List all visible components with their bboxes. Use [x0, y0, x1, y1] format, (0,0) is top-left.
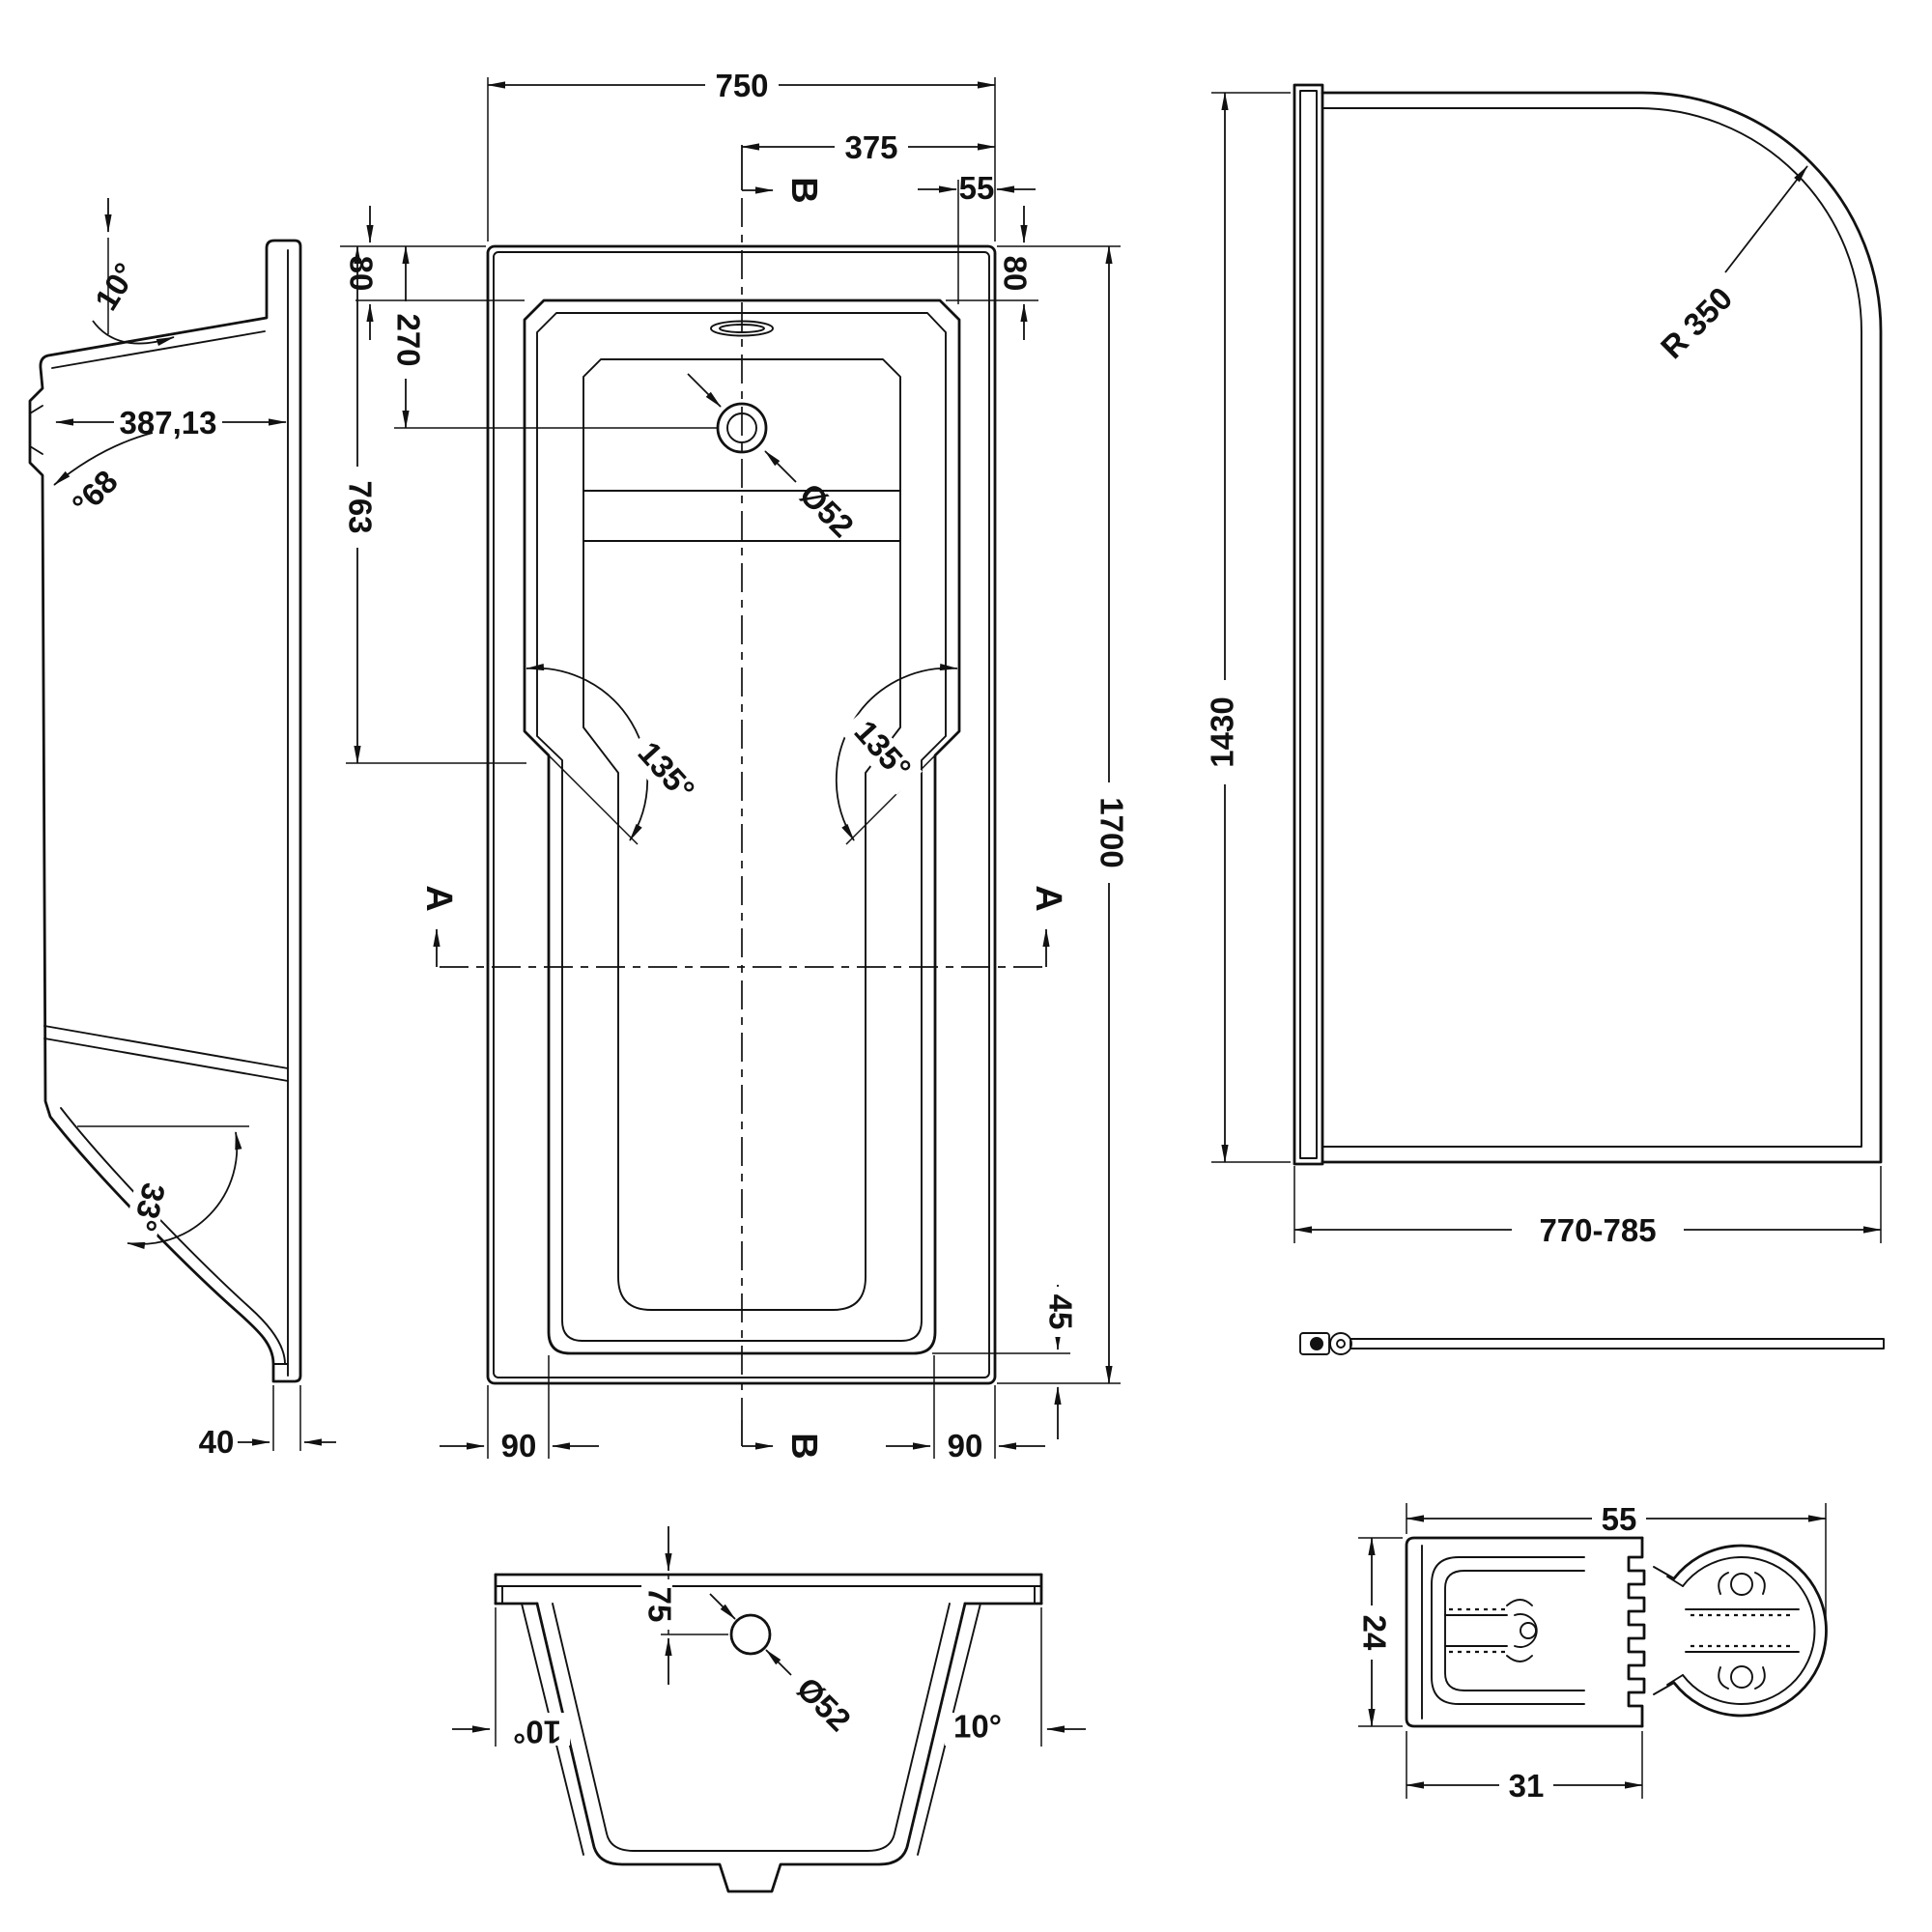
plan-rim-bottom-left-label: 90: [501, 1428, 537, 1463]
profile-channel-width-label: 31: [1509, 1768, 1545, 1804]
svg-text:80: 80: [997, 256, 1033, 292]
side-top-angle-label: 10°: [88, 257, 144, 317]
svg-text:10°: 10°: [953, 1709, 1002, 1745]
side-profile-view: 10° 387,13 °68 33° 40: [28, 198, 336, 1460]
svg-text:75: 75: [641, 1587, 677, 1623]
screen-wall-profile: [1293, 83, 1324, 1166]
svg-text:763: 763: [342, 480, 378, 533]
section-b-bottom-label: B: [783, 1433, 824, 1459]
plan-half-width-label: 375: [844, 129, 897, 165]
plan-overall-width-label: 750: [715, 68, 768, 103]
plan-drain-offset-label: 270: [390, 301, 426, 379]
plan-drain-diameter-label: Ø52: [793, 476, 861, 544]
svg-text:1700: 1700: [1094, 797, 1129, 867]
side-wall-angle-label: °68: [65, 463, 124, 522]
svg-text:45: 45: [1042, 1294, 1078, 1330]
section-drain-depth-label: 75: [641, 1579, 677, 1630]
side-foot-width-label: 40: [199, 1424, 235, 1460]
plan-rim-top-left-label: 80: [343, 256, 379, 292]
svg-text:10°: 10°: [513, 1714, 561, 1749]
plan-rim-bottom-right-label: 90: [948, 1428, 983, 1463]
plan-upper-length-label: 763: [342, 467, 378, 548]
section-b-b-view: 75 Ø52 10° 10°: [452, 1526, 1086, 1893]
svg-text:Ø52: Ø52: [793, 476, 861, 544]
section-a-left-label: A: [418, 885, 459, 911]
screen-corner-radius-label: R 350: [1654, 280, 1739, 365]
screen-top-view: [1299, 1332, 1885, 1355]
section-b-top-label: B: [783, 177, 824, 203]
svg-text:270: 270: [390, 313, 426, 366]
screen-hinge: [1299, 1332, 1330, 1355]
plan-rim-top-right-label: 80: [997, 256, 1033, 292]
plan-rim-bottom-label: 45: [1042, 1287, 1078, 1337]
profile-height-label: 24: [1356, 1605, 1392, 1660]
screen-front-view: 1430 R 350 770-785: [1205, 83, 1885, 1355]
corner-angle-right-label: 135°: [839, 708, 923, 795]
section-drain-hole: [729, 1613, 772, 1656]
side-width-label: 387,13: [120, 405, 217, 440]
svg-text:1430: 1430: [1205, 696, 1240, 767]
screen-height-label: 1430: [1205, 680, 1241, 784]
plan-rim-right-label: 55: [959, 170, 995, 206]
profile-overall-width-label: 55: [1602, 1501, 1637, 1537]
section-drain-diameter-label: Ø52: [790, 1670, 858, 1738]
plan-overall-length-label: 1700: [1093, 782, 1129, 883]
svg-text:Ø52: Ø52: [790, 1670, 858, 1738]
profile-extrusion-detail: 55 24 31: [1356, 1501, 1828, 1804]
svg-text:24: 24: [1356, 1615, 1392, 1651]
corner-angle-left-label: 135°: [623, 729, 706, 816]
section-wall-angle-left-label: 10°: [504, 1713, 570, 1749]
section-a-right-label: A: [1028, 885, 1068, 911]
screen-width-range-label: 770-785: [1539, 1212, 1656, 1248]
section-wall-angle-right-label: 10°: [945, 1709, 1010, 1746]
plan-view: Ø52 B B A A 135° 135° 750: [340, 68, 1129, 1463]
side-curve-angle-label: 33°: [123, 1171, 172, 1242]
svg-text:R 350: R 350: [1654, 280, 1739, 365]
svg-text:80: 80: [343, 256, 379, 292]
screen-glass-panel: [1321, 91, 1883, 1164]
svg-text:10°: 10°: [88, 257, 144, 317]
svg-text:°68: °68: [65, 463, 124, 522]
